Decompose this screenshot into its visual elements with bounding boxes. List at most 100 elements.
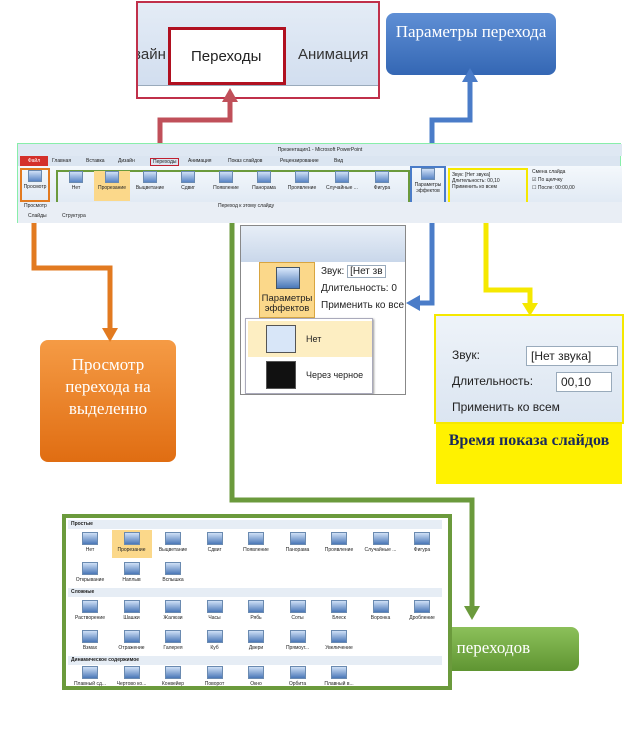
yellow-arrow <box>483 205 533 305</box>
sound-select[interactable]: [Нет звука] <box>465 172 491 178</box>
gallery-transition-item[interactable]: Наплыв <box>112 560 152 588</box>
gallery-transition-item[interactable]: Вспышка <box>153 560 193 588</box>
gallery-transition-item[interactable]: Дробление <box>402 598 442 626</box>
gallery-transition-item[interactable]: Прямоуг... <box>278 628 318 656</box>
preview-group-label: Просмотр <box>24 203 47 209</box>
tab-insert[interactable]: Вставка <box>86 158 105 164</box>
tab-transitions-label: Переходы <box>191 48 262 65</box>
tab-slideshow[interactable]: Показ слайдов <box>228 158 263 164</box>
gallery-section-title: Простые <box>68 520 442 529</box>
gallery-transition-item[interactable]: Нет <box>70 530 110 558</box>
gallery-transition-item[interactable]: Панорама <box>278 530 318 558</box>
panel-tab-slides[interactable]: Слайды <box>28 213 47 219</box>
preview-icon <box>28 170 42 182</box>
tab-animation-small[interactable]: Анимация <box>188 158 212 164</box>
file-tab[interactable]: Файл <box>20 156 48 166</box>
gallery-item-label: Конвейер <box>161 681 185 687</box>
menu-item-through-black[interactable]: Через черное <box>248 357 372 393</box>
gallery-transition-item[interactable]: Соты <box>278 598 318 626</box>
transition-push[interactable]: Сдвиг <box>170 171 206 201</box>
gallery-transition-item[interactable]: Часы <box>195 598 235 626</box>
apply-all-button[interactable]: Применить ко всем <box>452 184 497 190</box>
gallery-transition-item[interactable]: Проявление <box>319 530 359 558</box>
transition-icon <box>375 171 389 183</box>
gallery-transition-item[interactable]: Отражение <box>112 628 152 656</box>
gallery-transition-item[interactable]: Воронка <box>361 598 401 626</box>
gallery-transition-item[interactable]: Выцветание <box>153 530 193 558</box>
transition-random[interactable]: Случайные ... <box>324 171 360 201</box>
time-apply-all-button[interactable]: Применить ко всем <box>452 400 560 414</box>
tab-transitions-small[interactable]: Переходы <box>150 158 180 166</box>
gallery-transition-item[interactable]: Сдвиг <box>195 530 235 558</box>
orange-arrow <box>31 202 113 330</box>
gallery-transition-item[interactable]: Блеск <box>319 598 359 626</box>
gallery-transition-item[interactable]: Конвейер <box>153 664 193 692</box>
gallery-transition-item[interactable]: Случайные ... <box>361 530 401 558</box>
tab-animation[interactable]: Анимация <box>298 46 369 63</box>
tab-transitions[interactable]: Переходы <box>168 27 286 87</box>
blue-arrowhead-up <box>462 68 478 82</box>
gallery-transition-item[interactable]: Плавный в... <box>319 664 359 692</box>
effect-options-button[interactable]: Параметры эффектов <box>410 166 446 206</box>
zoom-sound-row: Звук: [Нет зв <box>321 265 386 278</box>
transition-thumb-icon <box>165 666 181 679</box>
gallery-transition-item[interactable]: Жалюзи <box>153 598 193 626</box>
gallery-item-label: Увеличение <box>325 645 353 651</box>
panel-tab-outline[interactable]: Структура <box>62 213 86 219</box>
menu-item-none[interactable]: Нет <box>248 321 372 357</box>
transition-fade[interactable]: Выцветание <box>132 171 168 201</box>
gallery-transition-item[interactable]: Фигура <box>402 530 442 558</box>
transition-none[interactable]: Нет <box>58 171 94 201</box>
tab-view[interactable]: Вид <box>334 158 344 164</box>
effect-options-big-button[interactable]: Параметры эффектов <box>259 262 315 318</box>
after-checkbox[interactable]: ☐ После: 00:00,00 <box>532 185 575 191</box>
transition-pan[interactable]: Панорама <box>246 171 282 201</box>
transition-shape[interactable]: Фигура <box>364 171 400 201</box>
zoom-duration-input[interactable]: 0 <box>391 283 397 294</box>
tab-design[interactable]: зайн <box>136 46 166 63</box>
transition-reveal[interactable]: Проявление <box>284 171 320 201</box>
tab-design-small[interactable]: Дизайн <box>118 158 135 164</box>
gallery-transition-item[interactable]: Появление <box>236 530 276 558</box>
transition-thumb-icon <box>123 562 140 575</box>
zoom-sound-select[interactable]: [Нет зв <box>347 265 386 278</box>
gallery-item-label: Блеск <box>332 615 346 621</box>
window-title: Презентация1 - Microsoft PowerPoint <box>18 144 622 156</box>
gallery-transition-item[interactable]: Куб <box>195 628 235 656</box>
gallery-transition-item[interactable]: Поворот <box>195 664 235 692</box>
tab-highlight-frame <box>168 27 286 85</box>
preview-button[interactable]: Просмотр <box>20 168 50 202</box>
transition-thumb-icon <box>165 532 181 545</box>
time-sound-select[interactable]: [Нет звука] <box>526 346 618 366</box>
transition-thumb-icon <box>331 666 347 679</box>
gallery-transition-item[interactable]: Растворение <box>70 598 110 626</box>
gallery-transition-item[interactable]: Рябь <box>236 598 276 626</box>
transition-thumb-icon <box>82 600 98 613</box>
transition-cut[interactable]: Прорезание <box>94 171 130 201</box>
gallery-transition-item[interactable]: Взмах <box>70 628 110 656</box>
transition-wipe[interactable]: Появление <box>208 171 244 201</box>
duration-input[interactable]: 00,10 <box>487 178 500 184</box>
sound-label: Звук: <box>452 172 464 178</box>
gallery-transition-item[interactable]: Прорезание <box>111 530 152 558</box>
gallery-transition-item[interactable]: Чертово ко... <box>112 664 152 692</box>
after-input[interactable]: 00:00,00 <box>555 185 575 191</box>
gallery-item-label: Отражение <box>118 645 145 651</box>
tab-review[interactable]: Рецензирование <box>280 158 319 164</box>
time-duration-input[interactable]: 00,10 <box>556 372 612 392</box>
gallery-transition-item[interactable]: Галерея <box>153 628 193 656</box>
gallery-transition-item[interactable]: Орбита <box>278 664 318 692</box>
gallery-transition-item[interactable]: Двери <box>236 628 276 656</box>
transition-thumb-icon <box>206 600 223 613</box>
gallery-transition-item[interactable]: Окно <box>236 664 276 692</box>
on-click-label: По щелчку <box>537 177 563 183</box>
gallery-transition-item[interactable]: Плавный сд... <box>70 664 110 692</box>
on-click-checkbox[interactable]: ☑ По щелчку <box>532 177 563 183</box>
gallery-transition-item[interactable]: Шашки <box>112 598 152 626</box>
blue-arrowhead-down <box>406 295 420 311</box>
ribbon-strip <box>138 85 378 97</box>
tab-home[interactable]: Главная <box>52 158 72 164</box>
zoom-apply-all-button[interactable]: Применить ко все <box>321 300 405 311</box>
gallery-transition-item[interactable]: Открывание <box>70 560 110 588</box>
gallery-transition-item[interactable]: Увеличение <box>319 628 359 656</box>
